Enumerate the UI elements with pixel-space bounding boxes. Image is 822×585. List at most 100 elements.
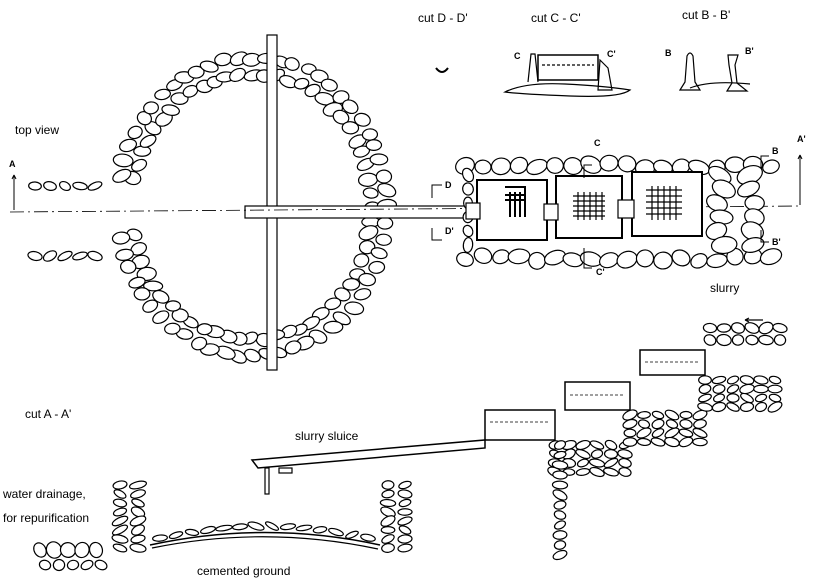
stone <box>731 334 745 346</box>
stone <box>264 521 280 531</box>
stone <box>87 181 103 191</box>
stone <box>380 526 396 534</box>
stone <box>368 260 386 274</box>
stone <box>111 534 129 544</box>
stone <box>379 498 397 508</box>
stone <box>362 187 379 199</box>
cut-c-label: cut C - C' <box>531 11 581 25</box>
stone <box>152 534 168 542</box>
stone <box>589 440 605 450</box>
stone <box>712 384 726 394</box>
stone <box>637 411 651 419</box>
stone <box>398 498 412 508</box>
stone <box>111 515 129 527</box>
stone <box>397 489 413 499</box>
stone <box>59 542 77 558</box>
outlet-stones <box>27 180 103 262</box>
stone <box>381 489 395 499</box>
stone <box>730 322 746 334</box>
stone <box>623 428 637 438</box>
stone <box>768 393 782 403</box>
cut-a-label: cut A - A' <box>25 407 72 421</box>
stone <box>126 228 143 242</box>
stone <box>284 340 302 355</box>
marker-b-prime: B' <box>772 237 781 247</box>
stone <box>767 384 783 394</box>
stone <box>133 145 152 157</box>
marker-d: D <box>445 180 452 190</box>
cut-c-right-marker: C' <box>607 49 616 59</box>
marker-c: C <box>594 138 601 148</box>
stone <box>358 272 377 287</box>
stone <box>398 480 412 490</box>
stone <box>353 112 371 127</box>
stone <box>171 308 189 323</box>
stone <box>112 498 128 508</box>
stone <box>112 480 128 490</box>
stone <box>745 334 759 346</box>
stone <box>726 393 740 403</box>
stone <box>120 259 137 274</box>
stone <box>112 507 128 517</box>
marker-a: A <box>9 159 16 169</box>
stone <box>127 125 143 140</box>
stone <box>323 320 344 334</box>
stone <box>710 235 738 255</box>
stone <box>168 531 184 540</box>
marker-d-prime: D' <box>445 226 454 236</box>
stone <box>759 248 783 266</box>
stone <box>152 310 170 325</box>
stone <box>509 156 529 175</box>
stone <box>376 216 394 230</box>
stone <box>310 69 329 84</box>
stone <box>229 67 246 83</box>
stone <box>462 224 474 238</box>
stone <box>397 543 413 553</box>
circular-stone-buddle-ring <box>111 51 398 364</box>
stone <box>490 157 512 176</box>
stone <box>462 236 474 254</box>
cut-c-section <box>502 53 632 97</box>
stone <box>589 466 605 478</box>
stone <box>563 157 583 176</box>
stone <box>129 543 147 553</box>
stone <box>693 419 707 429</box>
stone <box>94 559 108 571</box>
stone <box>599 154 619 172</box>
stone <box>603 449 619 459</box>
stone <box>130 506 146 518</box>
stone <box>324 297 342 311</box>
stone <box>754 401 768 413</box>
cut-b-section <box>678 52 751 92</box>
stone <box>692 409 708 421</box>
stone <box>678 428 694 438</box>
stone <box>716 333 732 347</box>
stone <box>553 510 567 520</box>
stone <box>397 516 413 526</box>
stone <box>575 468 591 476</box>
stone <box>551 480 569 490</box>
stone <box>191 336 208 351</box>
stone <box>726 402 740 412</box>
stone <box>332 109 350 125</box>
stone <box>526 158 548 176</box>
stone <box>456 251 474 267</box>
stone <box>758 321 774 335</box>
slurry-sluice-label: slurry sluice <box>295 429 359 443</box>
stone <box>651 410 665 420</box>
stone <box>552 470 568 480</box>
stone <box>653 251 673 270</box>
stone <box>711 401 727 413</box>
stone <box>671 249 691 267</box>
stone <box>365 139 383 151</box>
stone <box>553 450 567 460</box>
stone <box>112 153 134 168</box>
stone <box>243 348 261 363</box>
stone <box>231 523 249 531</box>
stone <box>679 419 693 429</box>
stone <box>52 558 66 572</box>
stone <box>139 134 157 148</box>
stone <box>528 251 546 270</box>
stone <box>711 375 727 385</box>
